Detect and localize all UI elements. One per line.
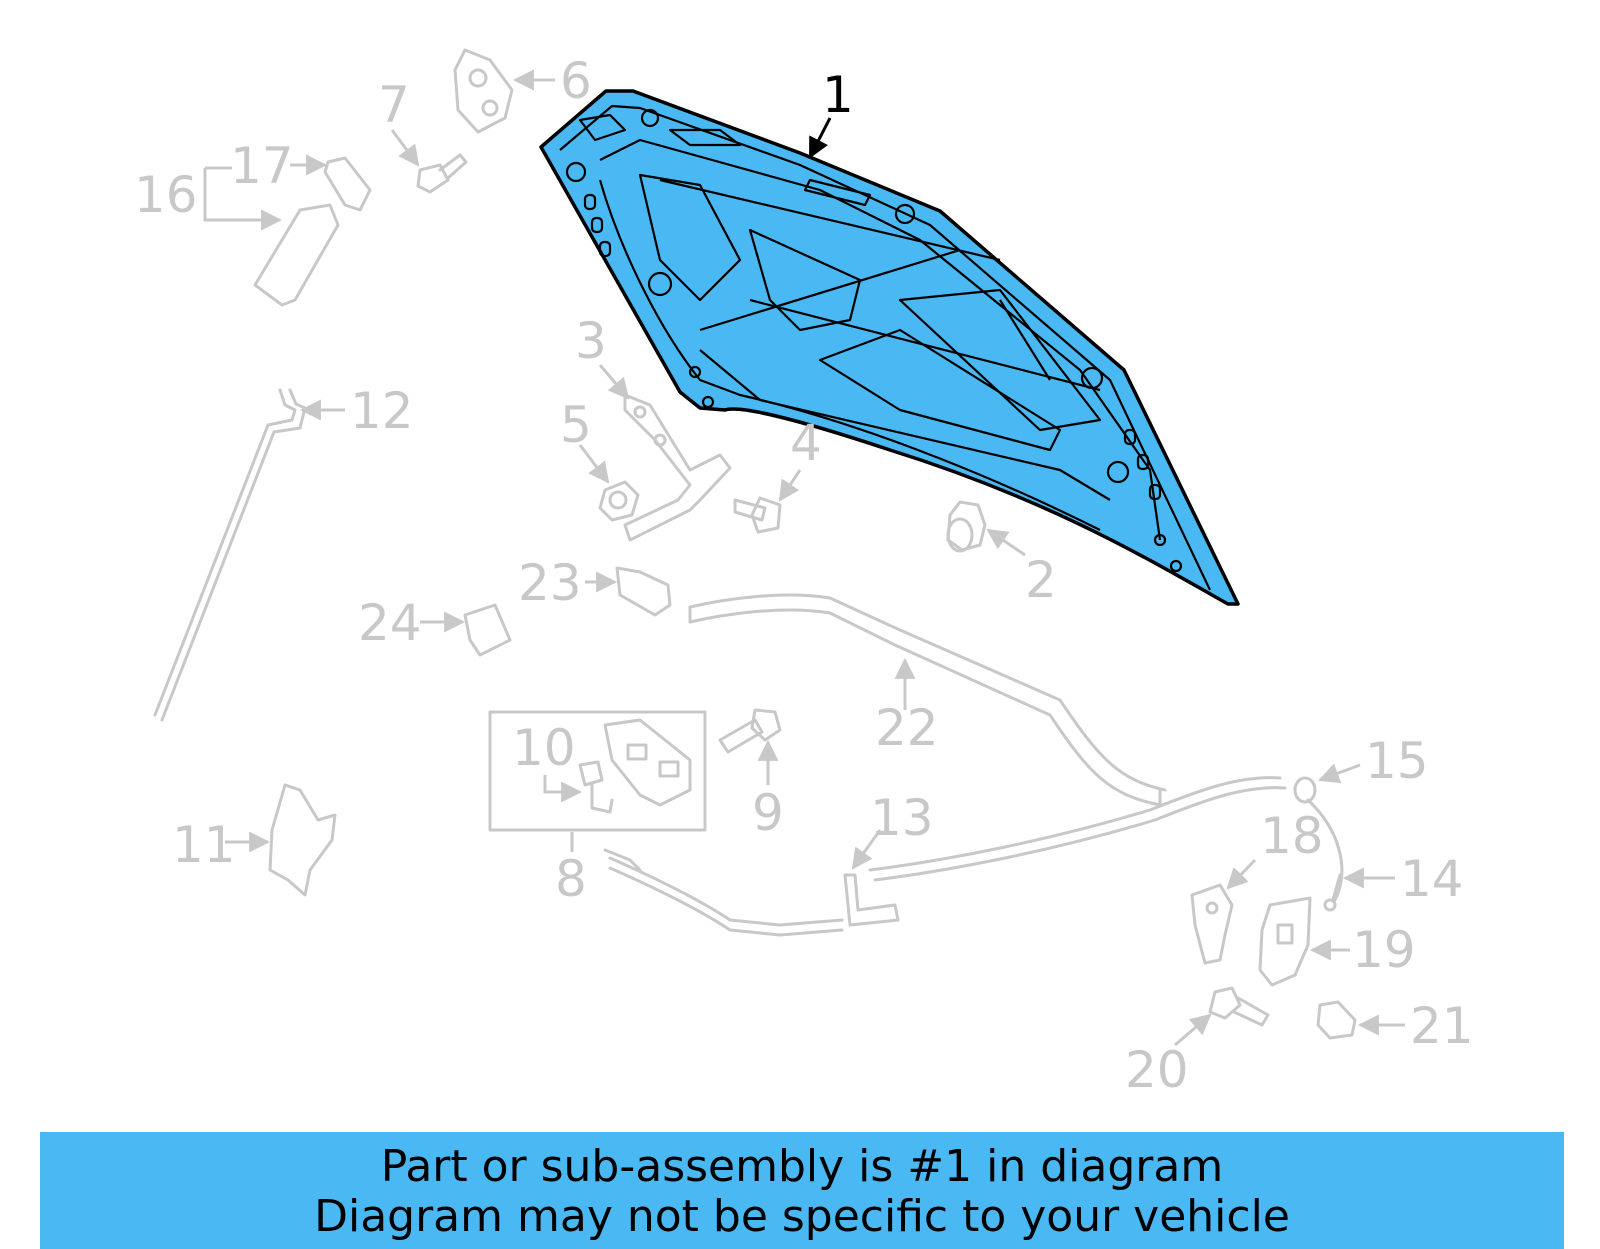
callout-8[interactable]: 8 [555, 850, 587, 908]
callout-23[interactable]: 23 [518, 554, 582, 612]
part-14[interactable] [1323, 873, 1342, 912]
callout-7[interactable]: 7 [378, 76, 410, 134]
callout-11[interactable]: 11 [172, 816, 236, 874]
leader-15 [1318, 763, 1361, 784]
leader-20 [1174, 1013, 1212, 1047]
part-8-latch[interactable] [603, 718, 692, 807]
part-3-hinge[interactable] [623, 393, 732, 542]
callout-16[interactable]: 16 [134, 166, 198, 224]
part-6[interactable] [453, 48, 514, 134]
callout-6[interactable]: 6 [560, 52, 592, 110]
callout-2[interactable]: 2 [1025, 551, 1057, 609]
part-20-bolt[interactable] [1208, 986, 1270, 1027]
leader-7 [390, 129, 420, 167]
callout-21[interactable]: 21 [1410, 997, 1474, 1055]
part-11[interactable] [268, 783, 337, 897]
part-19[interactable] [1258, 896, 1312, 987]
callout-20[interactable]: 20 [1125, 1041, 1189, 1099]
leader-1 [808, 117, 832, 159]
part-13-cable[interactable] [603, 776, 1287, 937]
part-21[interactable] [1316, 1000, 1357, 1040]
leader-2 [986, 528, 1026, 557]
callout-15[interactable]: 15 [1365, 732, 1429, 790]
leader-5 [578, 444, 610, 484]
part-15-grommet[interactable] [1293, 776, 1344, 902]
part-22-seal[interactable] [688, 593, 1167, 807]
part-23[interactable] [615, 566, 672, 617]
callout-24[interactable]: 24 [358, 594, 422, 652]
callout-1[interactable]: 1 [822, 66, 854, 124]
callout-4[interactable]: 4 [790, 414, 822, 472]
part-5-nut[interactable] [598, 480, 640, 522]
part-24[interactable] [463, 603, 512, 657]
part-12-prop-rod[interactable] [153, 388, 307, 722]
callout-10[interactable]: 10 [512, 719, 576, 777]
part-7-bolt[interactable] [416, 153, 468, 194]
part-1-hood[interactable] [539, 89, 1240, 606]
callout-22[interactable]: 22 [875, 699, 939, 757]
callout-14[interactable]: 14 [1400, 850, 1464, 908]
leader-3 [598, 364, 630, 400]
leader-13 [851, 829, 882, 870]
callout-3[interactable]: 3 [575, 312, 607, 370]
callout-13[interactable]: 13 [870, 789, 934, 847]
part-9-bolt[interactable] [718, 708, 782, 754]
callout-19[interactable]: 19 [1352, 921, 1416, 979]
callout-18[interactable]: 18 [1260, 807, 1324, 865]
callout-9[interactable]: 9 [752, 784, 784, 842]
callout-5[interactable]: 5 [560, 396, 592, 454]
part-16-seal[interactable] [253, 203, 340, 307]
latch-group-box [488, 710, 707, 832]
callout-12[interactable]: 12 [350, 382, 414, 440]
part-17-clip[interactable] [323, 156, 372, 212]
footer-line-2: Diagram may not be specific to your vehi… [314, 1191, 1290, 1242]
part-10-switch[interactable] [578, 760, 614, 814]
footer-line-1: Part or sub-assembly is #1 in diagram [380, 1141, 1224, 1192]
callout-17[interactable]: 17 [230, 137, 294, 195]
footer-banner: Part or sub-assembly is #1 in diagram Di… [40, 1132, 1564, 1249]
leader-4 [778, 469, 802, 502]
part-18[interactable] [1190, 883, 1234, 965]
part-2-bumper[interactable] [946, 500, 987, 553]
part-4-bolt[interactable] [733, 496, 782, 534]
leader-10 [543, 775, 583, 803]
leader-16 [203, 168, 283, 231]
leader-18 [1226, 858, 1257, 890]
